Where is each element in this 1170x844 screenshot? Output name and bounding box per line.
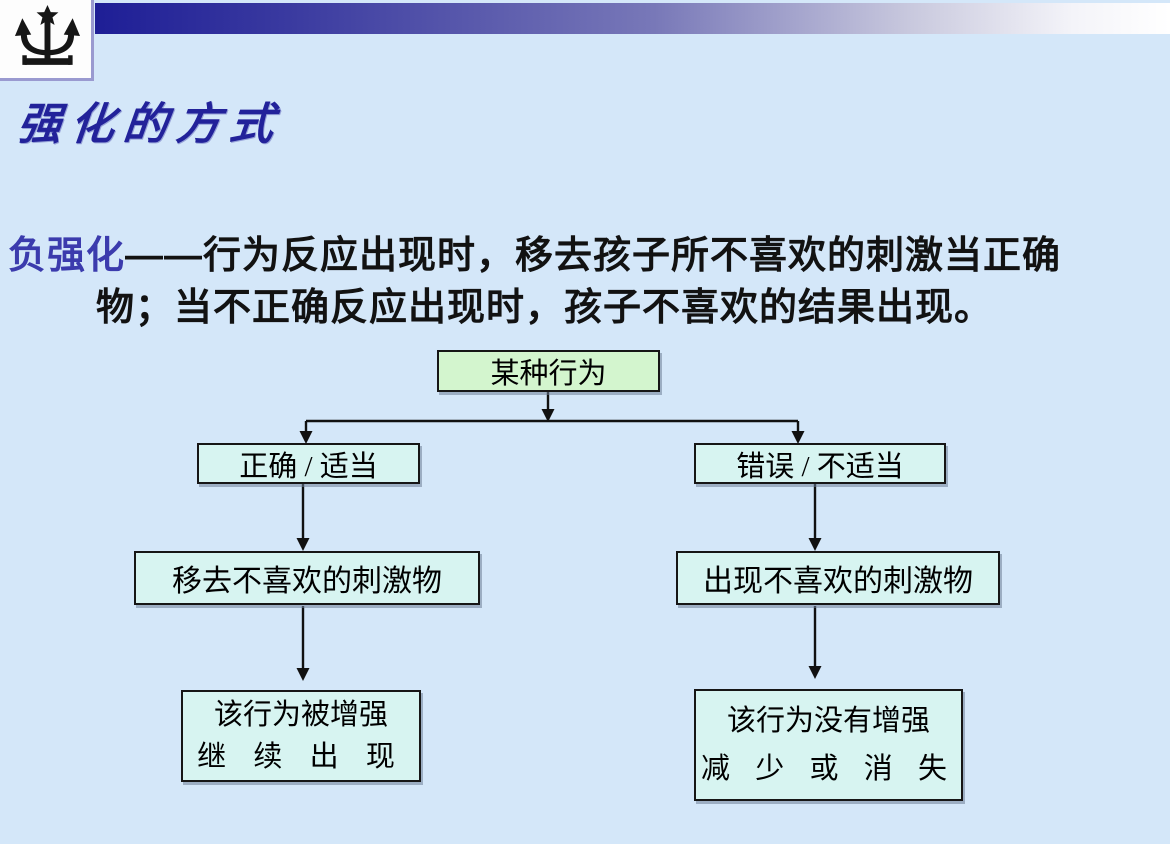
flowchart-right-condition-box: 错误 / 不适当 (694, 443, 946, 484)
left-outcome-line-2: 继 续 出 现 (197, 741, 405, 773)
title-banner-bar (95, 3, 1170, 34)
arrowhead-root (541, 409, 555, 422)
flowchart-root-box: 某种行为 (437, 350, 660, 392)
arrowhead-left-cons (296, 538, 310, 551)
corner-logo-box (0, 0, 94, 81)
arrowhead-left-out (296, 668, 310, 681)
body-paragraph: 负强化——行为反应出现时，移去孩子所不喜欢的刺激当正确 物；当不正确反应出现时，… (8, 230, 1166, 334)
flowchart-left-condition-box: 正确 / 适当 (197, 443, 420, 484)
right-outcome-line-1: 该行为没有增强 (726, 705, 930, 737)
right-outcome-line-2: 减 少 或 消 失 (700, 753, 956, 785)
trident-star-icon (14, 5, 80, 65)
flowchart-left-consequence-box: 移去不喜欢的刺激物 (134, 551, 480, 605)
term-negative-reinforcement: 负强化 (8, 235, 126, 277)
flowchart-right-outcome-box: 该行为没有增强 减 少 或 消 失 (694, 689, 963, 801)
body-line-1: 负强化——行为反应出现时，移去孩子所不喜欢的刺激当正确 (8, 230, 1166, 282)
flowchart-left-outcome-box: 该行为被增强 继 续 出 现 (181, 690, 421, 782)
body-line-1-rest: ——行为反应出现时，移去孩子所不喜欢的刺激当正确 (125, 235, 1062, 277)
arrowhead-right-out (808, 666, 822, 679)
page-title: 强化的方式 (14, 100, 286, 149)
left-outcome-line-1: 该行为被增强 (213, 699, 388, 731)
flowchart-right-consequence-box: 出现不喜欢的刺激物 (676, 551, 1000, 605)
body-line-2: 物；当不正确反应出现时，孩子不喜欢的结果出现。 (96, 287, 994, 329)
arrowhead-right-cons (808, 538, 822, 551)
